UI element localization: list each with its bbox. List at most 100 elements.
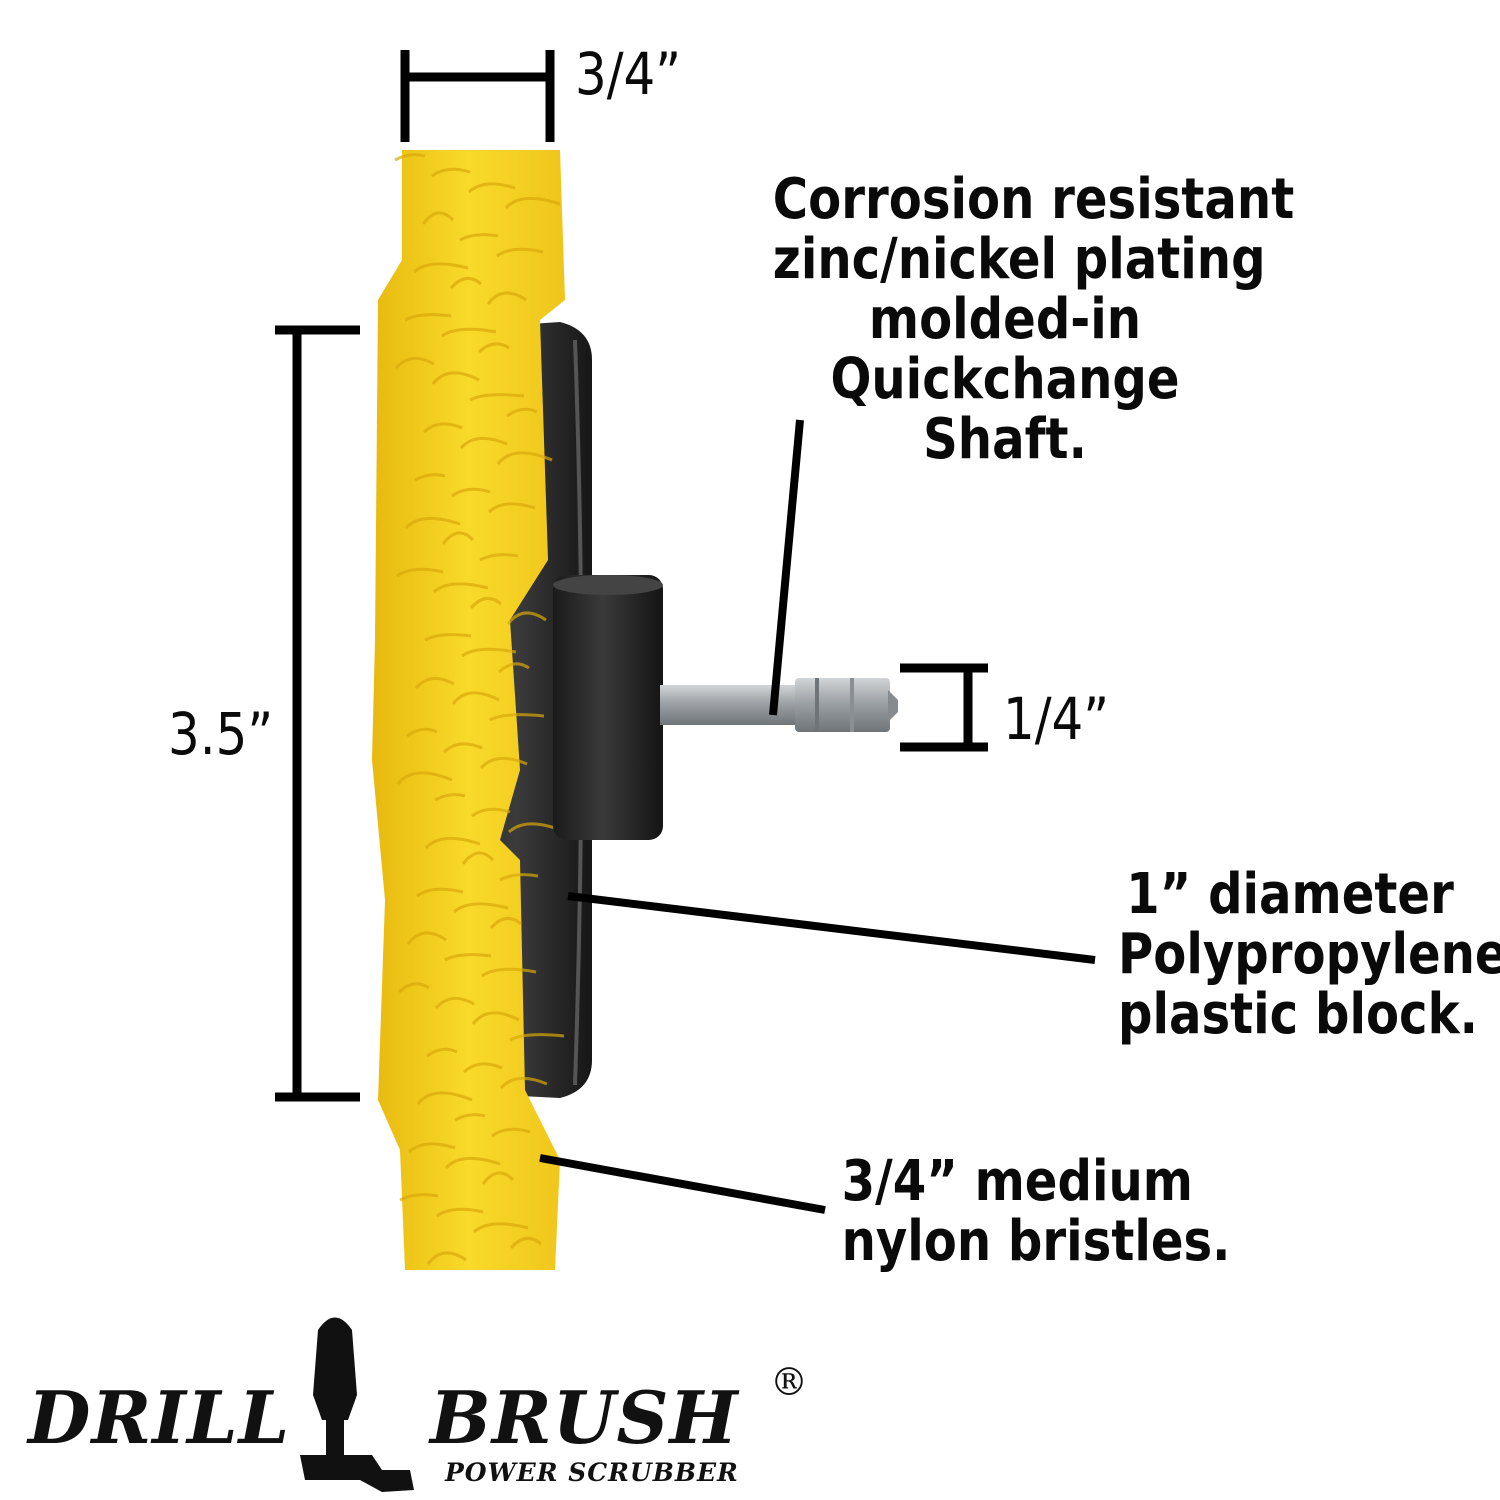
bristle-texture-stroke	[459, 233, 499, 242]
bristle-texture-stroke	[467, 182, 516, 194]
bristle-texture-stroke	[414, 473, 446, 482]
bristle-texture-stroke	[481, 1171, 515, 1185]
bristle-texture-stroke	[451, 691, 500, 705]
block-callout-line: plastic block.	[1118, 982, 1478, 1047]
shaft-callout-line: Quickchange	[830, 347, 1180, 412]
bristle-texture-stroke	[499, 1076, 548, 1090]
bristle-texture-stroke	[504, 196, 561, 210]
shaft-callout: Corrosion resistant zinc/nickel plating …	[772, 167, 1295, 472]
bristles-callout-line: 3/4” medium	[841, 1149, 1193, 1214]
drillbrush-logo-icon	[300, 1317, 414, 1492]
bristle-texture-stroke	[499, 873, 539, 882]
shaft-callout-line: molded-in	[868, 287, 1142, 352]
shaft-callout-line: Shaft.	[923, 407, 1087, 472]
bristle-texture-stroke	[462, 1062, 503, 1074]
bristle-texture-stroke	[406, 727, 438, 738]
bristle-texture-stroke	[431, 167, 471, 178]
bristle-texture-stroke	[506, 407, 538, 418]
bristle-texture-stroke	[424, 633, 472, 642]
width-dimension-label: 3/4”	[575, 40, 682, 108]
bristle-texture-stroke	[394, 153, 426, 162]
bristle-texture-stroke	[404, 516, 461, 530]
bristle-texture-stroke	[431, 371, 480, 385]
bristle-texture-stroke	[406, 931, 447, 945]
shaft-callout-line: zinc/nickel plating	[772, 227, 1266, 292]
bristle-texture-stroke	[469, 393, 525, 402]
bristle-texture-stroke	[434, 793, 466, 802]
shaft-dimension-bracket	[900, 663, 988, 752]
bristle-texture-stroke	[487, 502, 536, 514]
width-dimension-bracket	[400, 50, 555, 142]
hex-shaft	[660, 678, 898, 732]
bristle-texture-stroke	[459, 436, 508, 450]
bristle-texture-stroke	[424, 836, 481, 850]
bristles-callout: 3/4” medium nylon bristles.	[841, 1149, 1231, 1274]
bristle-texture-stroke	[449, 276, 482, 290]
bristle-texture-stroke	[396, 771, 453, 785]
bristle-texture-stroke	[451, 487, 491, 498]
brand-word-drill: DRILL	[28, 1375, 291, 1460]
brand-registered-mark: ®	[770, 1360, 809, 1404]
bristles-leader-line	[539, 1154, 826, 1214]
bristle-texture-stroke	[506, 611, 547, 625]
bristle-texture-stroke	[486, 291, 527, 305]
bristle-texture-stroke	[442, 742, 483, 754]
bristle-texture-stroke	[444, 1156, 501, 1170]
bristle-texture-stroke	[412, 262, 469, 274]
bristle-texture-stroke	[452, 902, 509, 914]
block-leader-line	[567, 892, 1096, 964]
bristle-texture-stroke	[489, 916, 522, 930]
bristle-texture-stroke	[461, 851, 495, 865]
block-callout-line: Polypropylene	[1118, 922, 1500, 987]
bristle-texture-stroke	[496, 247, 544, 258]
shaft-dimension-label: 1/4”	[1003, 685, 1110, 753]
bristle-texture-stroke	[404, 313, 452, 322]
bristle-texture-stroke	[396, 567, 444, 578]
bristle-texture-stroke	[422, 422, 463, 434]
brand-word-brush: BRUSH	[430, 1375, 739, 1460]
bristle-texture-stroke	[479, 756, 528, 770]
bristle-texture-stroke	[434, 996, 475, 1010]
block-callout: 1” diameter Polypropylene plastic block.	[1118, 862, 1500, 1047]
height-dimension-bracket	[275, 325, 360, 1102]
block-callout-line: 1” diameter	[1126, 862, 1454, 927]
nylon-bristles	[372, 150, 565, 1270]
bristle-texture-stroke	[479, 553, 519, 562]
bristle-texture-stroke	[426, 1047, 458, 1058]
bristle-texture-stroke	[472, 1222, 529, 1234]
hub	[553, 575, 663, 840]
bristle-texture-stroke	[469, 596, 502, 610]
bristle-texture-stroke	[421, 211, 455, 225]
bristle-texture-stroke	[461, 647, 517, 658]
bristle-texture-stroke	[507, 822, 556, 834]
bristle-texture-stroke	[414, 676, 455, 690]
bristle-texture-stroke	[491, 1127, 531, 1138]
bristle-texture-stroke	[496, 451, 553, 465]
shaft-callout-line: Corrosion resistant	[772, 167, 1295, 232]
bristle-texture-stroke	[441, 327, 497, 338]
height-dimension-label: 3.5”	[168, 700, 274, 768]
bristle-texture-stroke	[407, 1142, 456, 1154]
bristle-texture-stroke	[497, 662, 530, 674]
bristle-texture-stroke	[432, 582, 489, 594]
bristle-texture-stroke	[477, 342, 510, 354]
bristle-texture-stroke	[471, 1011, 520, 1025]
bristles-callout-line: nylon bristles.	[841, 1209, 1231, 1274]
bristle-texture-stroke	[436, 1207, 484, 1218]
bristle-texture-stroke	[441, 531, 475, 545]
brand-tagline: POWER SCRUBBER	[445, 1458, 739, 1487]
bristle-texture-stroke	[509, 1236, 542, 1250]
shaft-leader-line	[769, 419, 804, 716]
bristle-texture-stroke	[471, 807, 511, 818]
bristle-texture-stroke	[416, 1091, 473, 1105]
bristle-texture-stroke	[394, 356, 435, 370]
bristle-texture-stroke	[454, 1113, 486, 1122]
bristle-texture-stroke	[444, 953, 492, 962]
bristle-texture-stroke	[399, 1193, 439, 1202]
bristle-texture-stroke	[397, 982, 430, 994]
bristle-texture-stroke	[426, 1251, 467, 1265]
bristle-texture-stroke	[416, 887, 464, 898]
bristle-texture-stroke	[489, 713, 545, 722]
